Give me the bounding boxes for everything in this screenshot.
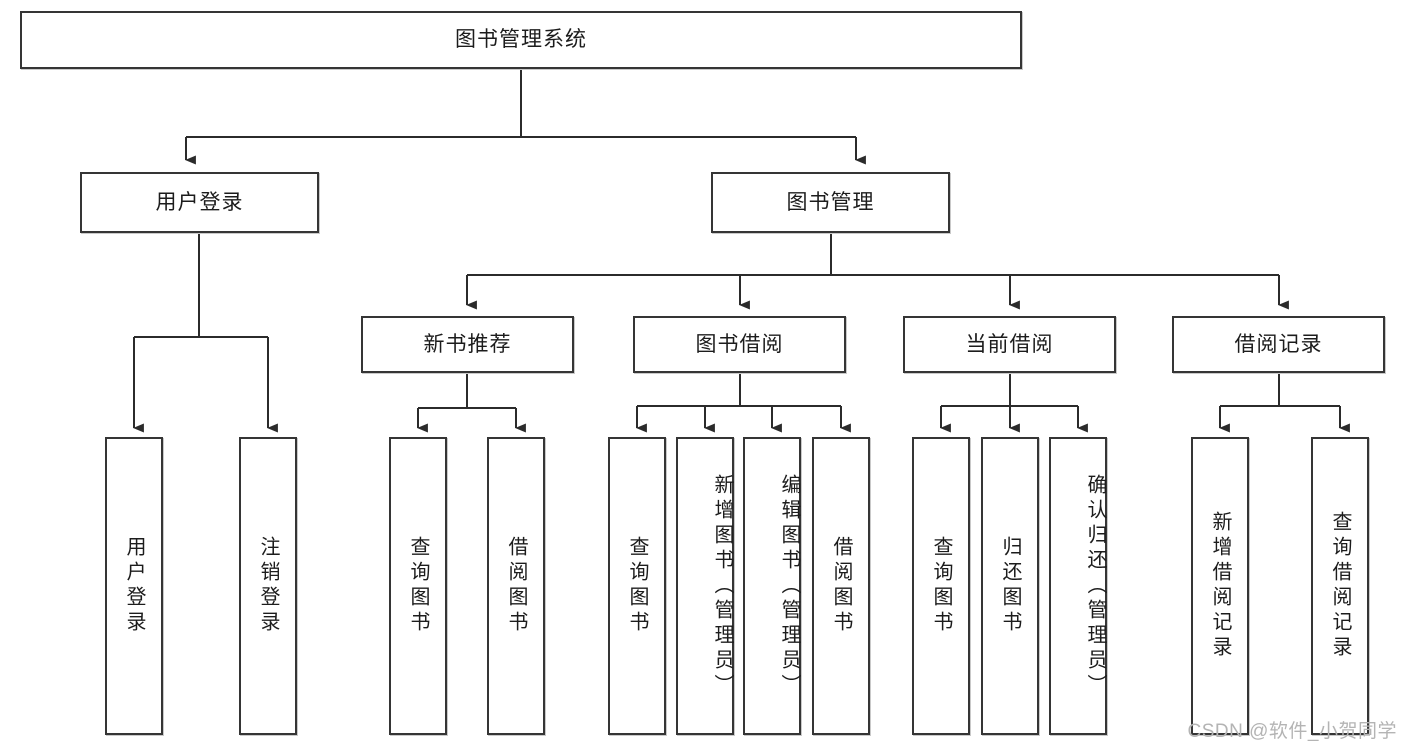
node-user-login[interactable]: 用户登录 xyxy=(80,172,319,233)
node-label: 查询图书 xyxy=(407,536,429,636)
node-borrow-record[interactable]: 借阅记录 xyxy=(1172,316,1385,373)
leaf-query-borrow-record[interactable]: 查询借阅记录 xyxy=(1311,437,1369,735)
node-label: 注销登录 xyxy=(257,536,279,636)
node-label: 查询图书 xyxy=(930,536,952,636)
node-label: 图书管理系统 xyxy=(455,28,587,52)
node-book-borrow[interactable]: 图书借阅 xyxy=(633,316,846,373)
node-label: 借阅图书 xyxy=(830,536,852,636)
node-label: 图书借阅 xyxy=(695,332,784,356)
node-new-book-recommend[interactable]: 新书推荐 xyxy=(361,316,574,373)
node-label: 查询借阅记录 xyxy=(1329,511,1351,661)
node-root-system[interactable]: 图书管理系统 xyxy=(20,11,1022,69)
node-label: 当前借阅 xyxy=(965,332,1054,356)
leaf-query-book-recommend[interactable]: 查询图书 xyxy=(389,437,447,735)
node-label: 新书推荐 xyxy=(423,332,512,356)
leaf-logout-login[interactable]: 注销登录 xyxy=(239,437,297,735)
leaf-query-book-borrow[interactable]: 查询图书 xyxy=(608,437,666,735)
leaf-add-book-admin[interactable]: 新增图书（管理员） xyxy=(676,437,734,735)
node-current-borrow[interactable]: 当前借阅 xyxy=(903,316,1116,373)
leaf-user-login[interactable]: 用户登录 xyxy=(105,437,163,735)
node-label: 新增图书（管理员） xyxy=(711,473,733,699)
node-label: 借阅记录 xyxy=(1234,332,1323,356)
node-label: 用户登录 xyxy=(155,190,244,214)
node-label: 编辑图书（管理员） xyxy=(778,473,800,699)
leaf-borrow-book-recommend[interactable]: 借阅图书 xyxy=(487,437,545,735)
csdn-watermark: CSDN @软件_小贺同学 xyxy=(1187,721,1397,742)
node-label: 新增借阅记录 xyxy=(1209,511,1231,661)
node-label: 确认归还（管理员） xyxy=(1084,473,1106,699)
node-label: 归还图书 xyxy=(999,536,1021,636)
leaf-confirm-return-admin[interactable]: 确认归还（管理员） xyxy=(1049,437,1107,735)
node-label: 借阅图书 xyxy=(505,536,527,636)
leaf-return-book[interactable]: 归还图书 xyxy=(981,437,1039,735)
node-label: 图书管理 xyxy=(786,190,875,214)
node-label: 查询图书 xyxy=(626,536,648,636)
node-book-manage[interactable]: 图书管理 xyxy=(711,172,950,233)
leaf-edit-book-admin[interactable]: 编辑图书（管理员） xyxy=(743,437,801,735)
node-label: 用户登录 xyxy=(123,536,145,636)
leaf-borrow-book-borrow[interactable]: 借阅图书 xyxy=(812,437,870,735)
leaf-add-borrow-record[interactable]: 新增借阅记录 xyxy=(1191,437,1249,735)
leaf-query-book-current[interactable]: 查询图书 xyxy=(912,437,970,735)
